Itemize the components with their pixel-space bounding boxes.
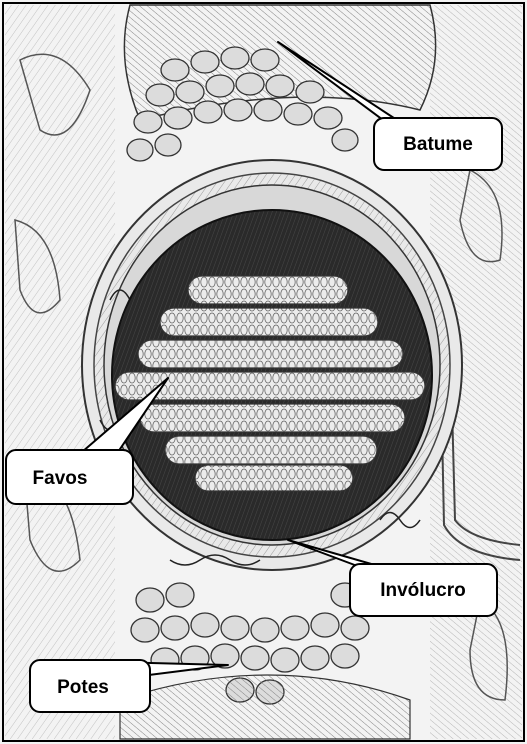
potes-label: Potes bbox=[57, 677, 109, 698]
comb-layer bbox=[140, 404, 405, 432]
comb-layer bbox=[138, 340, 403, 368]
favos-label: Favos bbox=[33, 468, 88, 489]
involucro-label: Invólucro bbox=[380, 580, 466, 601]
comb-layer bbox=[188, 276, 348, 304]
comb-layer bbox=[195, 465, 353, 491]
batume-label: Batume bbox=[403, 134, 473, 155]
comb-layer bbox=[165, 436, 377, 464]
comb-layer bbox=[160, 308, 378, 336]
